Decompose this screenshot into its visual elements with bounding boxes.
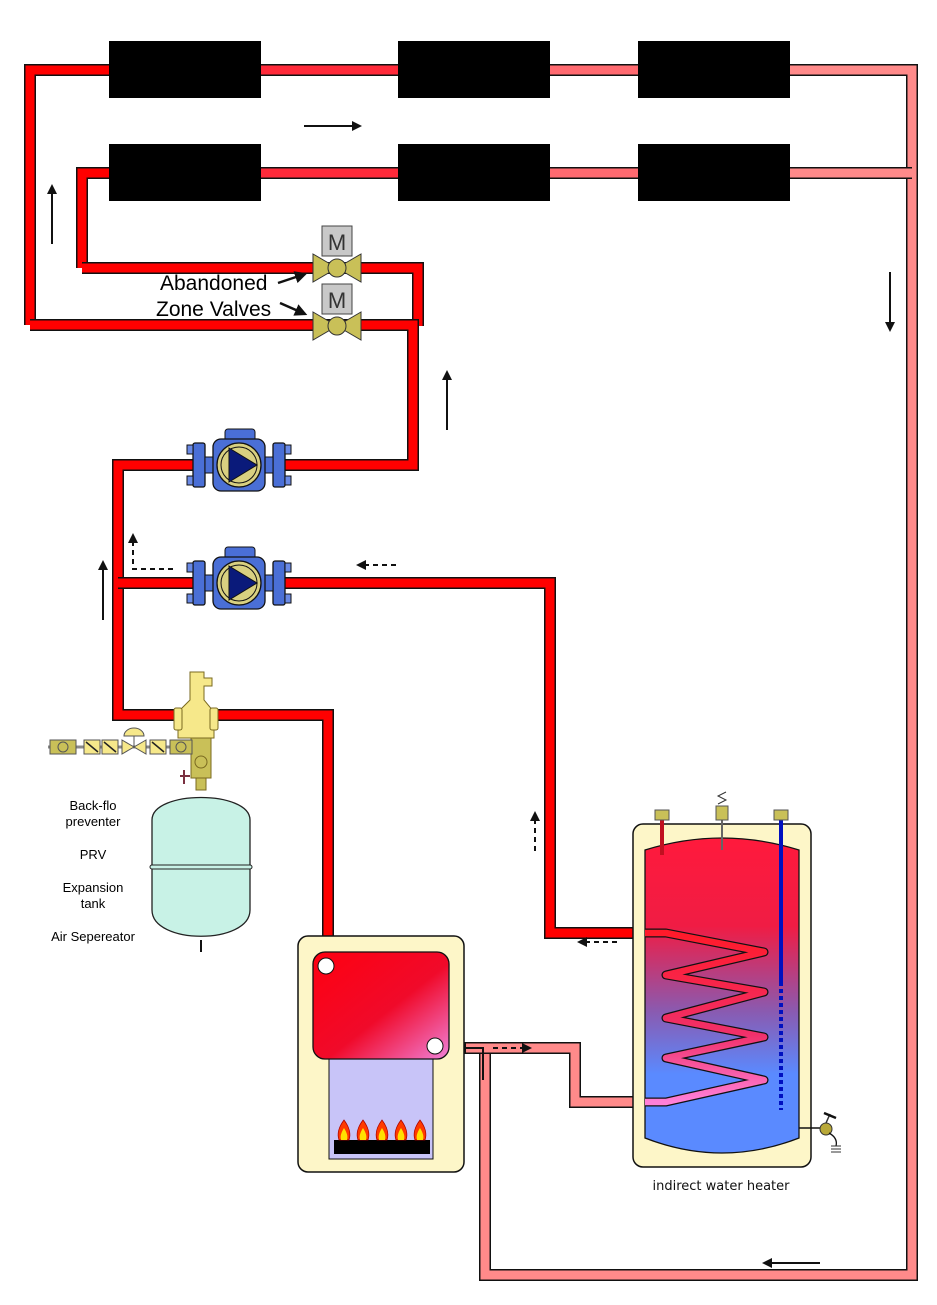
component-label: tank [81,896,106,911]
outer-supply-pipe [24,64,110,325]
boiler [297,935,465,1173]
expansion-tank [149,796,253,952]
flow-arrow-solid-left [456,1043,484,1080]
radiator [638,144,790,201]
component-label: Air Sepereator [51,929,135,944]
radiator [398,41,550,98]
radiator [109,144,261,201]
air-separator [173,671,219,791]
flow-arrow-dashed-up [128,533,173,570]
pointer-arrow [279,301,308,316]
fill-valve-assembly [48,727,193,755]
component-label: preventer [66,814,122,829]
component-label: Back-flo [70,798,117,813]
zone-valve-motor-label: M [328,230,346,255]
zone-valve-motor-label: M [328,288,346,313]
circulator-pump-indirect [186,546,292,610]
radiator [638,41,790,98]
zone-valves-label-line1: Abandoned [160,272,267,295]
boiler-return-pipe [435,1042,640,1108]
component-label: Expansion [63,880,124,895]
radiator [109,41,261,98]
component-label: PRV [80,847,107,862]
zone-valves-label-line2: Zone Valves [156,298,271,321]
radiator [398,144,550,201]
indirect-water-heater-label: indirect water heater [653,1179,791,1194]
circulator-pump-zone [186,428,292,492]
indirect-water-heater [632,791,841,1168]
pointer-arrow [277,271,308,285]
